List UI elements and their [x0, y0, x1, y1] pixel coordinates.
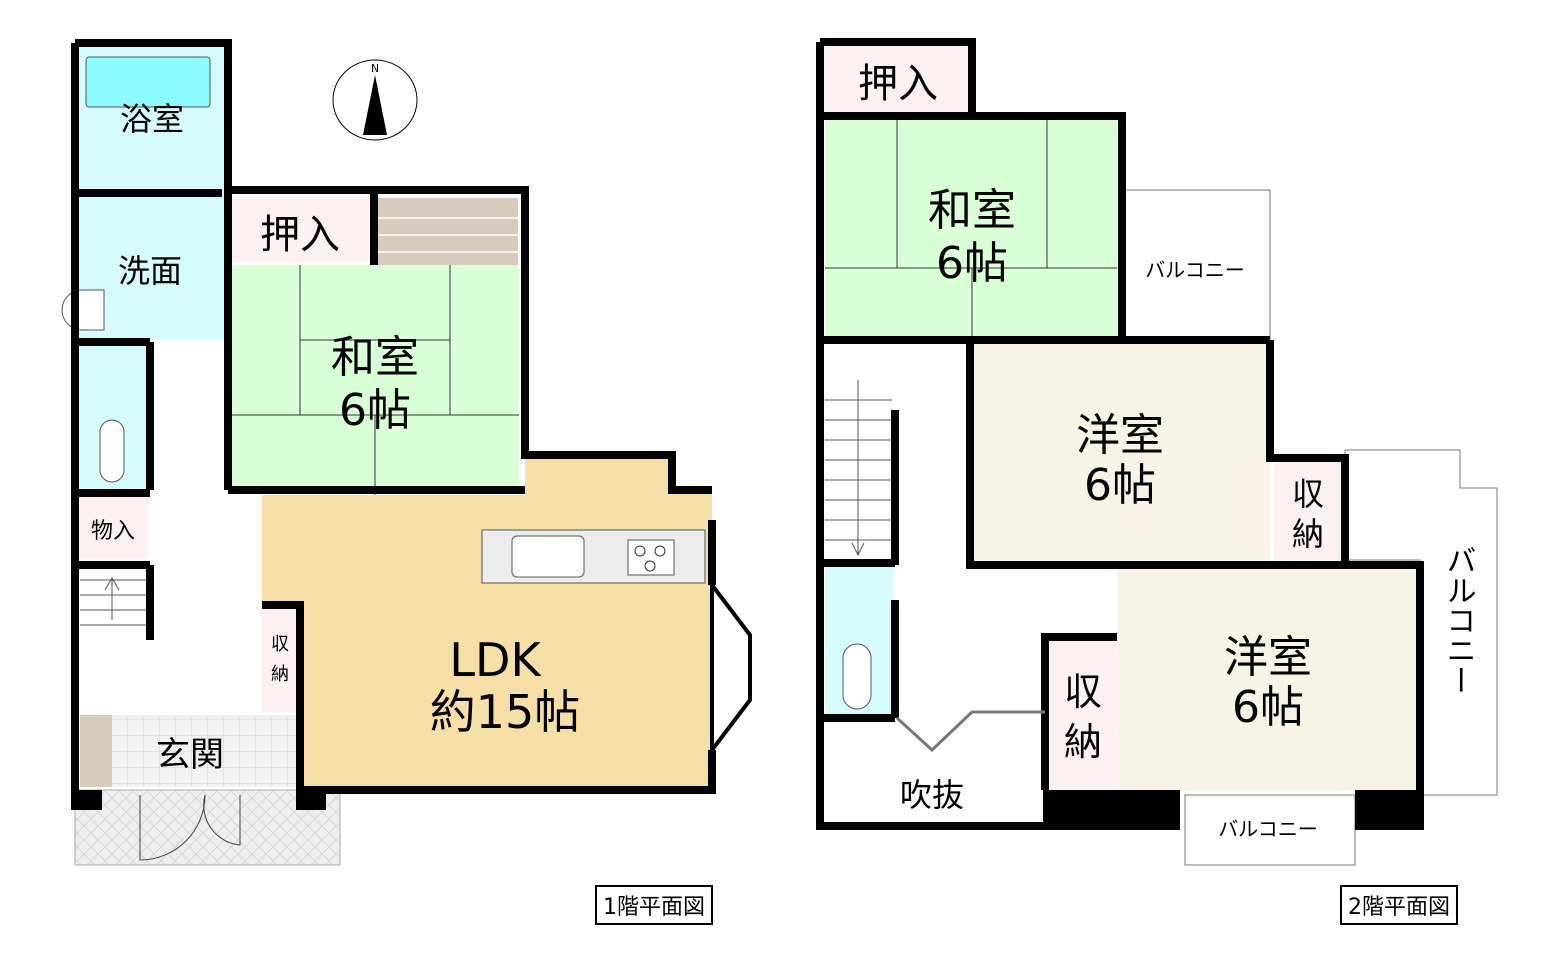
label-storage-2f-1-bottom: 納: [1292, 515, 1324, 553]
floor-2-caption: 2階平面図: [1340, 885, 1458, 925]
label-storage-small: 物入: [91, 519, 135, 544]
label-balcony-top: バルコニー: [1145, 258, 1245, 282]
toilet-2f-icon: [842, 643, 872, 710]
kitchen-sink-icon: [511, 535, 585, 578]
label-closet-2f: 押入: [858, 61, 938, 107]
label-washitsu-2f: 和室: [928, 185, 1016, 236]
storage-1f: [262, 605, 298, 712]
label-youshitsu-2-size: 6帖: [1232, 682, 1304, 733]
floor-1: N 浴室 洗面 押入 和室 6帖 物入 収 納 LDK 約15帖 玄関: [61, 39, 752, 866]
label-bath: 浴室: [120, 100, 184, 138]
label-youshitsu-1: 洋室: [1076, 410, 1164, 461]
label-washroom: 洗面: [118, 252, 182, 290]
label-youshitsu-1-size: 6帖: [1084, 460, 1156, 511]
sink-icon: [61, 289, 105, 331]
toilet-icon: [99, 419, 125, 483]
stove-icon: [627, 539, 675, 576]
label-youshitsu-2: 洋室: [1224, 632, 1312, 683]
storage-small: [78, 497, 148, 559]
label-storage-2f-1-top: 収: [1292, 475, 1324, 513]
youshitsu-2f-2: [1118, 568, 1416, 790]
label-washitsu-1f: 和室: [331, 332, 419, 383]
bathtub-icon: [85, 56, 211, 108]
svg-text:N: N: [371, 62, 379, 75]
label-storage-1f-top: 収: [271, 634, 289, 655]
label-void: 吹抜: [900, 776, 964, 814]
closet-2f: [822, 42, 972, 114]
ldk-room: [262, 455, 750, 790]
floor-2: 押入 和室 6帖 バルコニー 洋室 6帖 収 納 バルコニー 洋室 6帖 収 納…: [816, 38, 1498, 866]
closet-1f: [232, 198, 372, 262]
tokonoma: [378, 198, 518, 265]
label-washitsu-1f-size: 6帖: [339, 385, 411, 436]
floor-1-caption: 1階平面図: [595, 885, 713, 925]
walls-2f: [816, 38, 1424, 830]
entrance: [112, 715, 298, 787]
stairs-2f-icon: [825, 380, 892, 557]
label-storage-1f-bottom: 納: [271, 664, 289, 685]
shoe-box: [80, 715, 112, 787]
storage-2f-1: [1274, 458, 1342, 560]
compass-icon: N: [332, 59, 418, 141]
label-entrance: 玄関: [156, 735, 224, 775]
label-washitsu-2f-size: 6帖: [936, 238, 1008, 289]
entry-door-icon: [139, 794, 241, 861]
balcony-bottom: [1184, 794, 1356, 866]
balcony-top: [1119, 189, 1271, 341]
label-balcony-right: バルコニー: [1441, 545, 1476, 695]
label-balcony-bottom: バルコニー: [1218, 817, 1318, 841]
label-ldk: LDK: [449, 633, 542, 687]
washitsu-2f: [825, 118, 1117, 338]
label-storage-2f-2-bottom: 納: [1064, 720, 1102, 764]
stairs-icon: [80, 577, 150, 626]
void-railing: [895, 710, 1045, 753]
youshitsu-2f-1: [972, 342, 1270, 560]
label-ldk-size: 約15帖: [430, 685, 581, 739]
porch: [74, 789, 341, 866]
label-closet-1f: 押入: [260, 212, 340, 258]
label-storage-2f-2-top: 収: [1064, 670, 1102, 714]
storage-2f-2: [1050, 640, 1117, 790]
